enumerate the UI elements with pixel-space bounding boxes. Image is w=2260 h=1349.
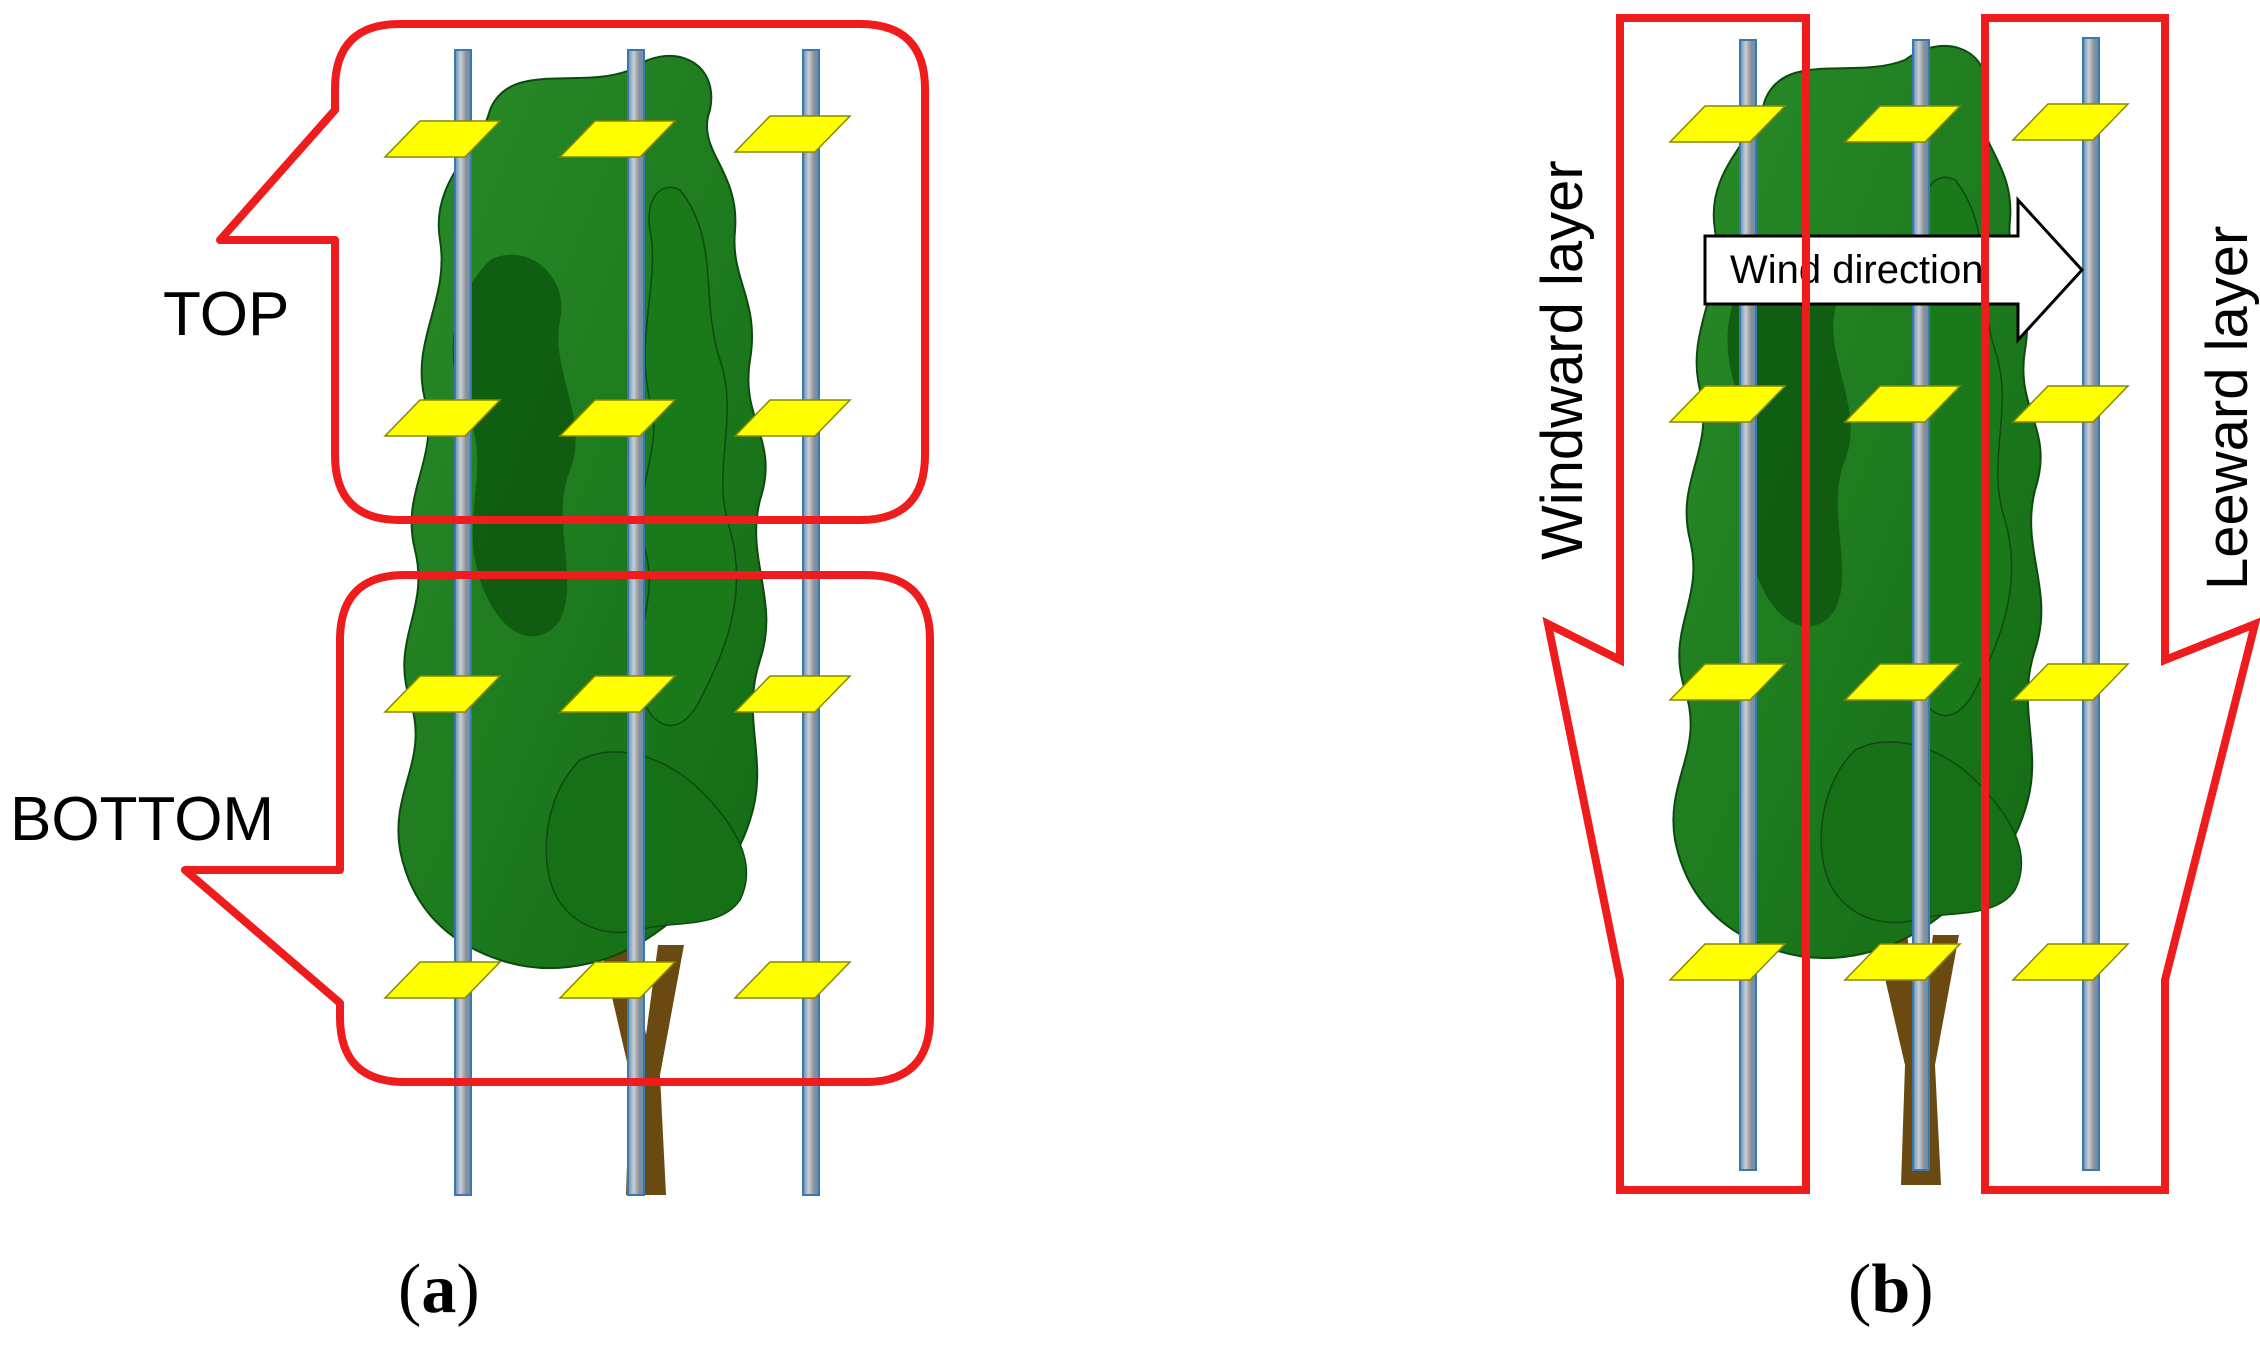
bottom-label: BOTTOM	[10, 785, 274, 854]
pole-b-center	[1912, 39, 1930, 1171]
panel-b: Wind direction Windward layer Leeward la…	[1530, 14, 2260, 1328]
windward-callout	[1542, 14, 1810, 1194]
top-callout	[216, 20, 929, 524]
leeward-label: Leeward layer	[2195, 226, 2260, 590]
bottom-callout	[181, 571, 934, 1086]
leeward-callout	[1981, 14, 2260, 1194]
caption-a: (a)	[398, 1251, 480, 1328]
pole-a-left	[454, 49, 472, 1196]
wind-direction-label: Wind direction	[1730, 248, 1983, 292]
top-label: TOP	[163, 280, 289, 349]
pole-b-right	[2082, 37, 2100, 1171]
windward-label: Windward layer	[1530, 160, 1595, 560]
pole-a-right	[802, 49, 820, 1196]
caption-b: (b)	[1848, 1251, 1934, 1328]
pole-a-center	[627, 49, 645, 1196]
pole-b-left	[1739, 39, 1757, 1171]
wind-direction-arrow	[1703, 196, 2085, 344]
tree-a	[397, 54, 768, 1197]
panel-a: TOP BOTTOM (a)	[10, 20, 934, 1328]
